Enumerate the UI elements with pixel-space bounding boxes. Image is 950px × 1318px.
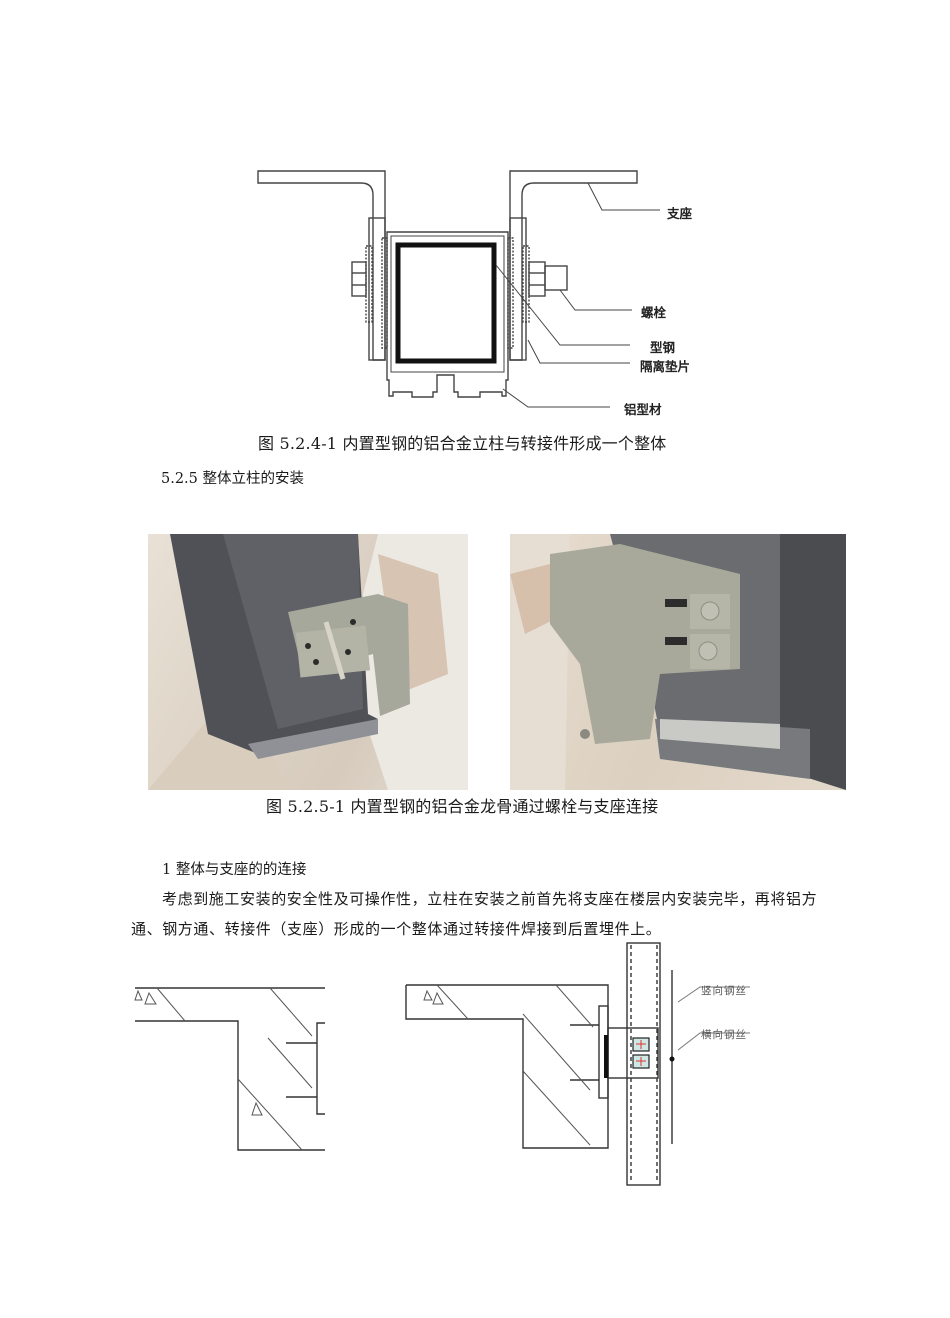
cross-section-drawing bbox=[257, 170, 660, 408]
label-bolt: 螺栓 bbox=[641, 305, 667, 320]
figure-1-caption: 图 5.2.4-1 内置型钢的铝合金立柱与转接件形成一个整体 bbox=[258, 434, 667, 453]
photo-left-content bbox=[148, 534, 468, 790]
label-isolation-gasket: 隔离垫片 bbox=[640, 359, 691, 374]
subsection-heading: 1 整体与支座的的连接 bbox=[162, 862, 307, 878]
label-horizontal-wire: 横向钢丝 bbox=[701, 1029, 747, 1041]
paragraph-line-2: 通、钢方通、转接件（支座）形成的一个整体通过转接件焊接到后置埋件上。 bbox=[131, 920, 662, 938]
installation-detail-drawing bbox=[134, 942, 750, 1186]
paragraph-line-1: 考虑到施工安装的安全性及可操作性，立柱在安装之前首先将支座在楼层内安装完毕，再将… bbox=[162, 890, 818, 908]
figure-installation-detail: 竖向钢丝 横向钢丝 bbox=[0, 930, 950, 1230]
photo-right bbox=[510, 534, 846, 790]
photo-right-content bbox=[510, 534, 846, 790]
figure-2-caption: 图 5.2.5-1 内置型钢的铝合金龙骨通过螺栓与支座连接 bbox=[266, 797, 659, 816]
section-heading: 5.2.5 整体立柱的安装 bbox=[161, 471, 305, 487]
label-aluminum-profile: 铝型材 bbox=[624, 402, 662, 417]
label-bracket: 支座 bbox=[667, 206, 693, 221]
photo-left bbox=[148, 534, 468, 790]
figure-cross-section: 支座 螺栓 型钢 隔离垫片 铝型材 bbox=[0, 0, 950, 420]
label-steel-section: 型钢 bbox=[650, 340, 676, 355]
label-vertical-wire: 竖向钢丝 bbox=[701, 985, 747, 997]
